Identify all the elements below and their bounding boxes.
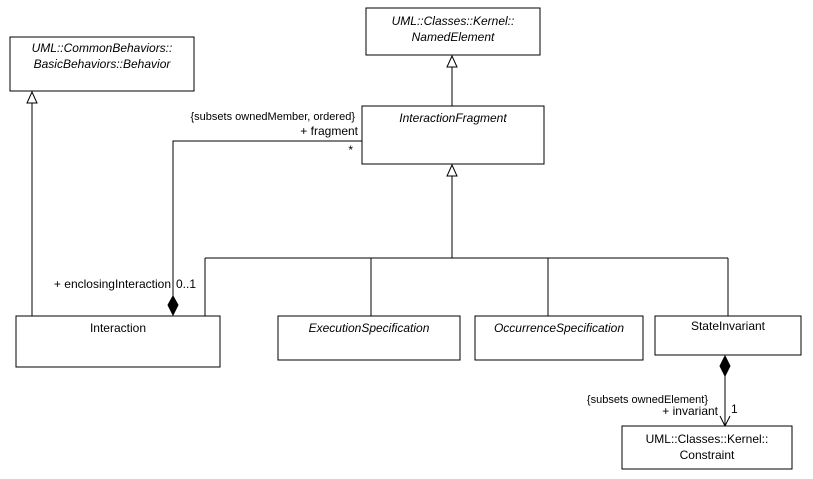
enclosing-role-label: + enclosingInteraction — [54, 277, 171, 291]
class-constraint-line1: UML::Classes::Kernel:: — [646, 432, 769, 446]
generalization-tree-fragment — [204, 176, 729, 316]
composition-diamond-stateinvariant — [719, 354, 731, 378]
class-occurrence-specification: OccurrenceSpecification — [474, 315, 644, 361]
invariant-role-label: + invariant — [662, 404, 718, 418]
invariant-multiplicity-label: 1 — [731, 402, 738, 416]
class-execution-specification: ExecutionSpecification — [277, 315, 461, 361]
invariant-constraint-label: {subsets ownedElement} — [587, 394, 708, 406]
composition-diamond-interaction — [167, 294, 179, 317]
fragment-role-label: + fragment — [300, 124, 358, 138]
fragment-constraint-label: {subsets ownedMember, ordered} — [191, 111, 356, 123]
enclosing-multiplicity-label: 0..1 — [176, 277, 196, 291]
generalization-arrowhead-fragment — [446, 163, 458, 177]
class-occurrence-specification-name: OccurrenceSpecification — [494, 321, 624, 335]
class-interaction-fragment-name: InteractionFragment — [399, 111, 507, 125]
fragment-multiplicity-label: * — [348, 143, 353, 157]
class-state-invariant: StateInvariant — [654, 315, 802, 356]
class-state-invariant-name: StateInvariant — [691, 319, 766, 333]
class-interaction-fragment: InteractionFragment — [361, 105, 545, 165]
class-named-element-line1: UML::Classes::Kernel:: — [392, 14, 515, 28]
class-named-element: UML::Classes::Kernel:: NamedElement — [365, 7, 541, 56]
class-interaction: Interaction — [15, 315, 221, 368]
association-fragment — [172, 140, 362, 296]
class-behavior: UML::CommonBehaviors:: BasicBehaviors::B… — [9, 36, 195, 92]
class-named-element-line2: NamedElement — [412, 30, 495, 44]
class-execution-specification-name: ExecutionSpecification — [309, 321, 430, 335]
class-behavior-line2: BasicBehaviors::Behavior — [34, 57, 172, 71]
class-constraint-line2: Constraint — [680, 448, 735, 462]
generalization-arrowhead-namedelement — [446, 54, 458, 68]
class-behavior-line1: UML::CommonBehaviors:: — [32, 41, 173, 55]
generalization-arrowhead-behavior — [26, 90, 38, 104]
class-constraint: UML::Classes::Kernel:: Constraint — [621, 425, 793, 470]
class-interaction-name: Interaction — [90, 321, 146, 335]
